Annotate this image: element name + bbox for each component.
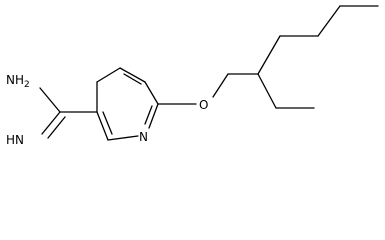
ring-bond-double-inner [123,73,142,85]
imine-label: HN [6,133,24,147]
amidine-group [39,87,98,139]
ring-bond-double-inner [144,105,153,125]
structure-diagram: NH2 HN N O [6,5,379,147]
oxygen-to-ch2-bond [212,73,229,98]
chain-bond [317,5,341,37]
ring-bond [107,135,139,141]
alkoxy-chain [157,5,379,109]
chain-bond [257,35,281,75]
ring-bond [96,111,109,141]
molecule-drawing: NH2 HN N O [6,5,379,147]
pyridine-ring [96,67,159,141]
ether-oxygen-label: O [199,98,208,112]
ring-bond [148,103,159,129]
ring-bond [144,81,159,105]
ring-nitrogen-label: N [139,130,148,144]
ring-bond [96,67,121,83]
ring-bond-double-inner [102,111,113,135]
amidine-c-n-single [39,87,61,113]
ethyl-bond [257,73,277,109]
ring-bond [119,67,146,83]
amidine-c-n-double [41,111,61,135]
amidine-c-n-double-inner [47,116,66,139]
amine-label: NH2 [6,73,30,90]
